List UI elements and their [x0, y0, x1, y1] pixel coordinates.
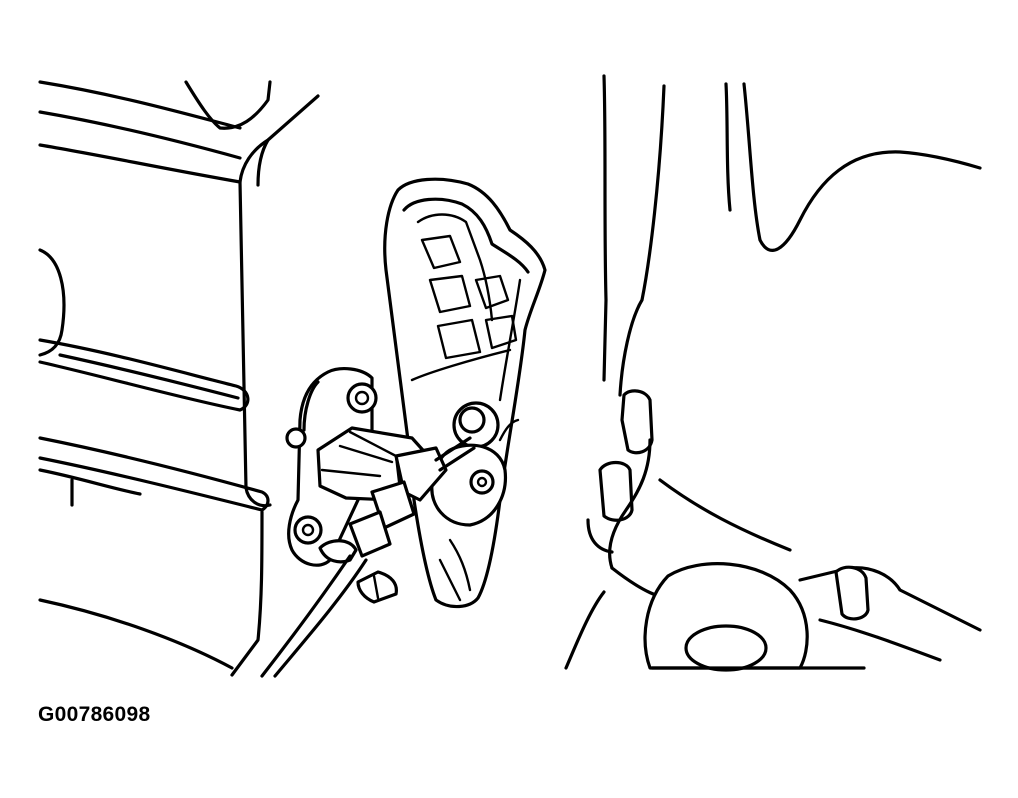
nut-icon: [458, 406, 486, 434]
stud-icon: [285, 427, 307, 449]
shift-cable: [260, 426, 476, 678]
frame-structure: [564, 74, 982, 672]
bolt-icon: [476, 476, 488, 488]
bolt-icon: [293, 515, 323, 545]
bore-hole: [684, 624, 768, 672]
figure-id-label: G00786098: [38, 703, 151, 726]
bolt-icon: [469, 469, 495, 495]
transaxle-housing: [38, 80, 320, 677]
bolt-icon: [301, 523, 315, 537]
shift-lever-bracket: [383, 177, 547, 609]
bolt-icon: [346, 382, 378, 414]
bolt-icon: [354, 390, 370, 406]
